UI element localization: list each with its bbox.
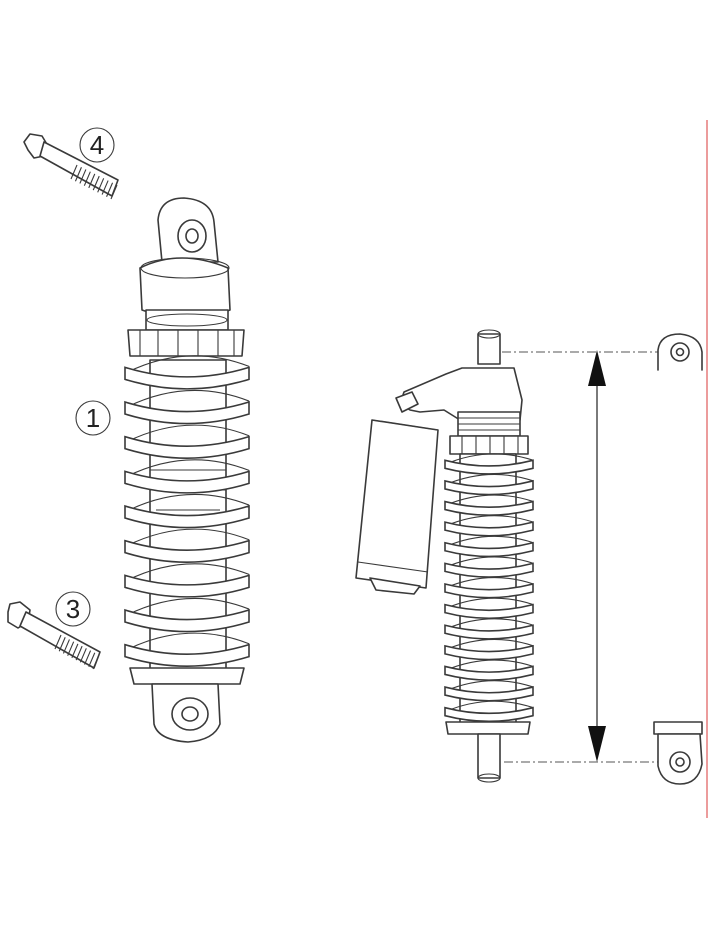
coil-turn (124, 539, 250, 563)
coil-turn (124, 608, 250, 633)
thread-line (84, 650, 92, 665)
upper-bolt (23, 133, 119, 200)
coil-back (124, 424, 250, 444)
coil-back (444, 680, 534, 692)
coil-back (124, 528, 250, 548)
lower-bolt-threads (54, 634, 100, 670)
coil-turn (444, 665, 534, 681)
callout-4-label: 4 (90, 130, 104, 160)
coil-back (444, 659, 534, 671)
thread-line (106, 182, 114, 197)
thread-line (83, 171, 91, 186)
coil-turn (444, 624, 534, 640)
coil-turn (124, 574, 250, 598)
thread-line (62, 639, 70, 654)
length-dimension-arrow (588, 350, 606, 762)
thread-line (101, 180, 109, 195)
coil-turn (444, 500, 534, 517)
coil-turn (444, 562, 534, 578)
upper-mount-eye (657, 333, 703, 371)
coil-back (444, 618, 534, 630)
thread-line (54, 634, 62, 650)
coil-back (444, 453, 534, 465)
coil-turn (444, 521, 534, 537)
thread-line (97, 178, 105, 193)
thread-line (92, 654, 100, 670)
thread-line (88, 652, 96, 667)
thread-line (75, 645, 83, 661)
lower-bolt (7, 601, 101, 670)
callout-4: 4 (79, 127, 115, 163)
coil-turn (124, 400, 250, 425)
right-coil-spring (444, 453, 534, 723)
coil-turn (124, 470, 250, 494)
reservoir-canister (355, 419, 439, 595)
shock-absorber-right (395, 329, 534, 783)
callout-1: 1 (75, 400, 111, 436)
coil-back (444, 494, 534, 507)
thread-line (79, 169, 87, 184)
thread-line (79, 648, 87, 663)
thread-line (74, 167, 82, 182)
coil-turn (124, 435, 250, 459)
coil-back (444, 535, 534, 548)
coil-back (444, 577, 534, 589)
coil-back (444, 515, 534, 527)
shock-absorber-left (124, 197, 250, 743)
coil-back (124, 355, 250, 374)
coil-back (444, 473, 534, 486)
coil-turn (444, 644, 534, 661)
upper-bolt-threads (70, 164, 118, 200)
coil-back (124, 389, 250, 409)
coil-back (124, 493, 250, 513)
callout-3: 3 (55, 591, 91, 627)
thread-line (58, 637, 66, 652)
thread-line (88, 173, 96, 189)
coil-turn (444, 479, 534, 496)
coil-turn (444, 541, 534, 558)
left-coil-spring (124, 355, 250, 667)
coil-back (124, 632, 250, 652)
coil-turn (444, 582, 534, 599)
coil-back (444, 597, 534, 610)
coil-back (444, 638, 534, 651)
thread-line (92, 175, 100, 191)
lower-mount-eye (653, 721, 703, 785)
coil-turn (124, 643, 250, 667)
coil-turn (124, 366, 250, 390)
coil-back (444, 700, 534, 713)
coil-back (124, 459, 250, 478)
thread-line (70, 164, 78, 180)
coil-turn (444, 686, 534, 702)
coil-turn (444, 706, 534, 723)
callout-1-label: 1 (86, 403, 100, 433)
coil-turn (444, 459, 534, 475)
coil-back (124, 563, 250, 582)
callout-3-label: 3 (66, 594, 80, 624)
coil-back (124, 597, 250, 617)
coil-turn (124, 504, 250, 529)
coil-back (444, 556, 534, 568)
thread-line (67, 641, 75, 656)
thread-line (71, 643, 79, 659)
thread-line (110, 184, 118, 200)
coil-turn (444, 603, 534, 620)
